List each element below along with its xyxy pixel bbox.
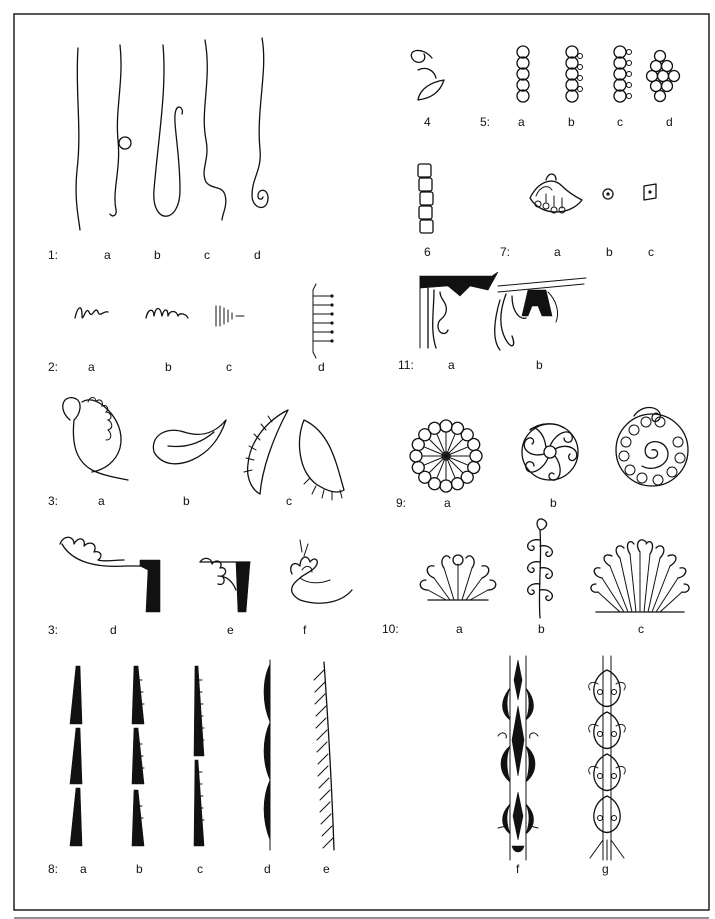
figure-10-letter-a: a xyxy=(444,496,451,510)
figure-2-letter-c: c xyxy=(226,360,232,374)
figure-11-letter-b: b xyxy=(538,622,545,636)
figure-8c-spike-border xyxy=(194,666,204,846)
figure-6-square-stack xyxy=(418,164,433,233)
figure-11c-palmette xyxy=(591,540,689,612)
figure-1-letter-d: d xyxy=(254,248,261,262)
figure-9-initial-borders xyxy=(420,272,586,350)
figure-4-curls xyxy=(411,50,444,100)
figure-8-letter-d: d xyxy=(264,862,271,876)
figure-10b-rosette xyxy=(522,424,578,480)
figure-11b-vine xyxy=(528,519,553,618)
figure-9-letter-b: b xyxy=(536,358,543,372)
figure-5-bead-chains xyxy=(517,46,680,102)
figure-8e-hatched-border xyxy=(314,662,334,850)
figure-7-letter-b: b xyxy=(606,245,613,259)
figure-3-letter-b: b xyxy=(183,494,190,508)
figure-g-letter: g xyxy=(602,862,609,876)
figure-3-corner-ornaments xyxy=(60,537,352,612)
figure-8-letter-e: e xyxy=(323,862,330,876)
figure-8b-spike-border xyxy=(132,666,144,846)
figure-6-number: 6 xyxy=(424,245,431,259)
figure-9-letter-a: a xyxy=(448,358,455,372)
figure-4-number: 4 xyxy=(424,115,431,129)
figure-11-letter-a: a xyxy=(456,622,463,636)
figure-5-letter-b: b xyxy=(568,115,575,129)
figure-2-squiggles xyxy=(75,284,334,358)
figure-f-letter: f xyxy=(516,862,520,876)
figure-2-letter-b: b xyxy=(165,360,172,374)
figure-7-motifs xyxy=(530,174,656,213)
figure-8-letter-a: a xyxy=(80,862,87,876)
figure-8-letter-c: c xyxy=(197,862,203,876)
figure-5-letter-c: c xyxy=(617,115,623,129)
figure-3-leaf-forms xyxy=(63,398,344,501)
figure-3d-number: 3: xyxy=(48,623,58,637)
figure-2-letter-a: a xyxy=(88,360,95,374)
figure-1-wavy-lines xyxy=(76,38,268,230)
figure-3-letter-e: e xyxy=(227,623,234,637)
figure-7-letter-a: a xyxy=(554,245,561,259)
figure-3-letter-d: d xyxy=(110,623,117,637)
figure-f-ornamental-column xyxy=(498,656,538,860)
figure-5-letter-a: a xyxy=(518,115,525,129)
figure-9-number: 11: xyxy=(398,358,414,372)
figure-2-letter-d: d xyxy=(318,360,325,374)
figure-10-letter-b: b xyxy=(550,496,557,510)
figure-1-letter-c: c xyxy=(204,248,210,262)
figure-7-number: 7: xyxy=(500,245,510,259)
figure-8d-curved-border xyxy=(264,660,270,850)
figure-8a-spike-border xyxy=(70,666,82,846)
figure-10c-spiral-rosette xyxy=(616,408,688,487)
figure-1-letter-a: a xyxy=(104,248,111,262)
figure-2-number: 2: xyxy=(48,360,58,374)
figure-1-letter-b: b xyxy=(154,248,161,262)
figure-3-letter-c: c xyxy=(286,494,292,508)
figure-1-number: 1: xyxy=(48,248,58,262)
figure-11a-palmette xyxy=(420,555,496,600)
figure-5-number: 5: xyxy=(480,115,490,129)
figure-5-letter-d: d xyxy=(666,115,673,129)
figure-10a-rosette xyxy=(410,420,482,492)
figure-11-number: 10: xyxy=(382,622,399,636)
figure-10-number: 9: xyxy=(396,496,406,510)
figure-8-letter-b: b xyxy=(136,862,143,876)
figure-3-letter-a: a xyxy=(98,494,105,508)
figure-3-letter-f: f xyxy=(303,623,307,637)
figure-3a-number: 3: xyxy=(48,494,58,508)
figure-g-ornamental-column xyxy=(589,656,626,860)
figure-7-letter-c: c xyxy=(648,245,654,259)
figure-11-letter-c: c xyxy=(638,622,644,636)
figure-8-number: 8: xyxy=(48,862,58,876)
